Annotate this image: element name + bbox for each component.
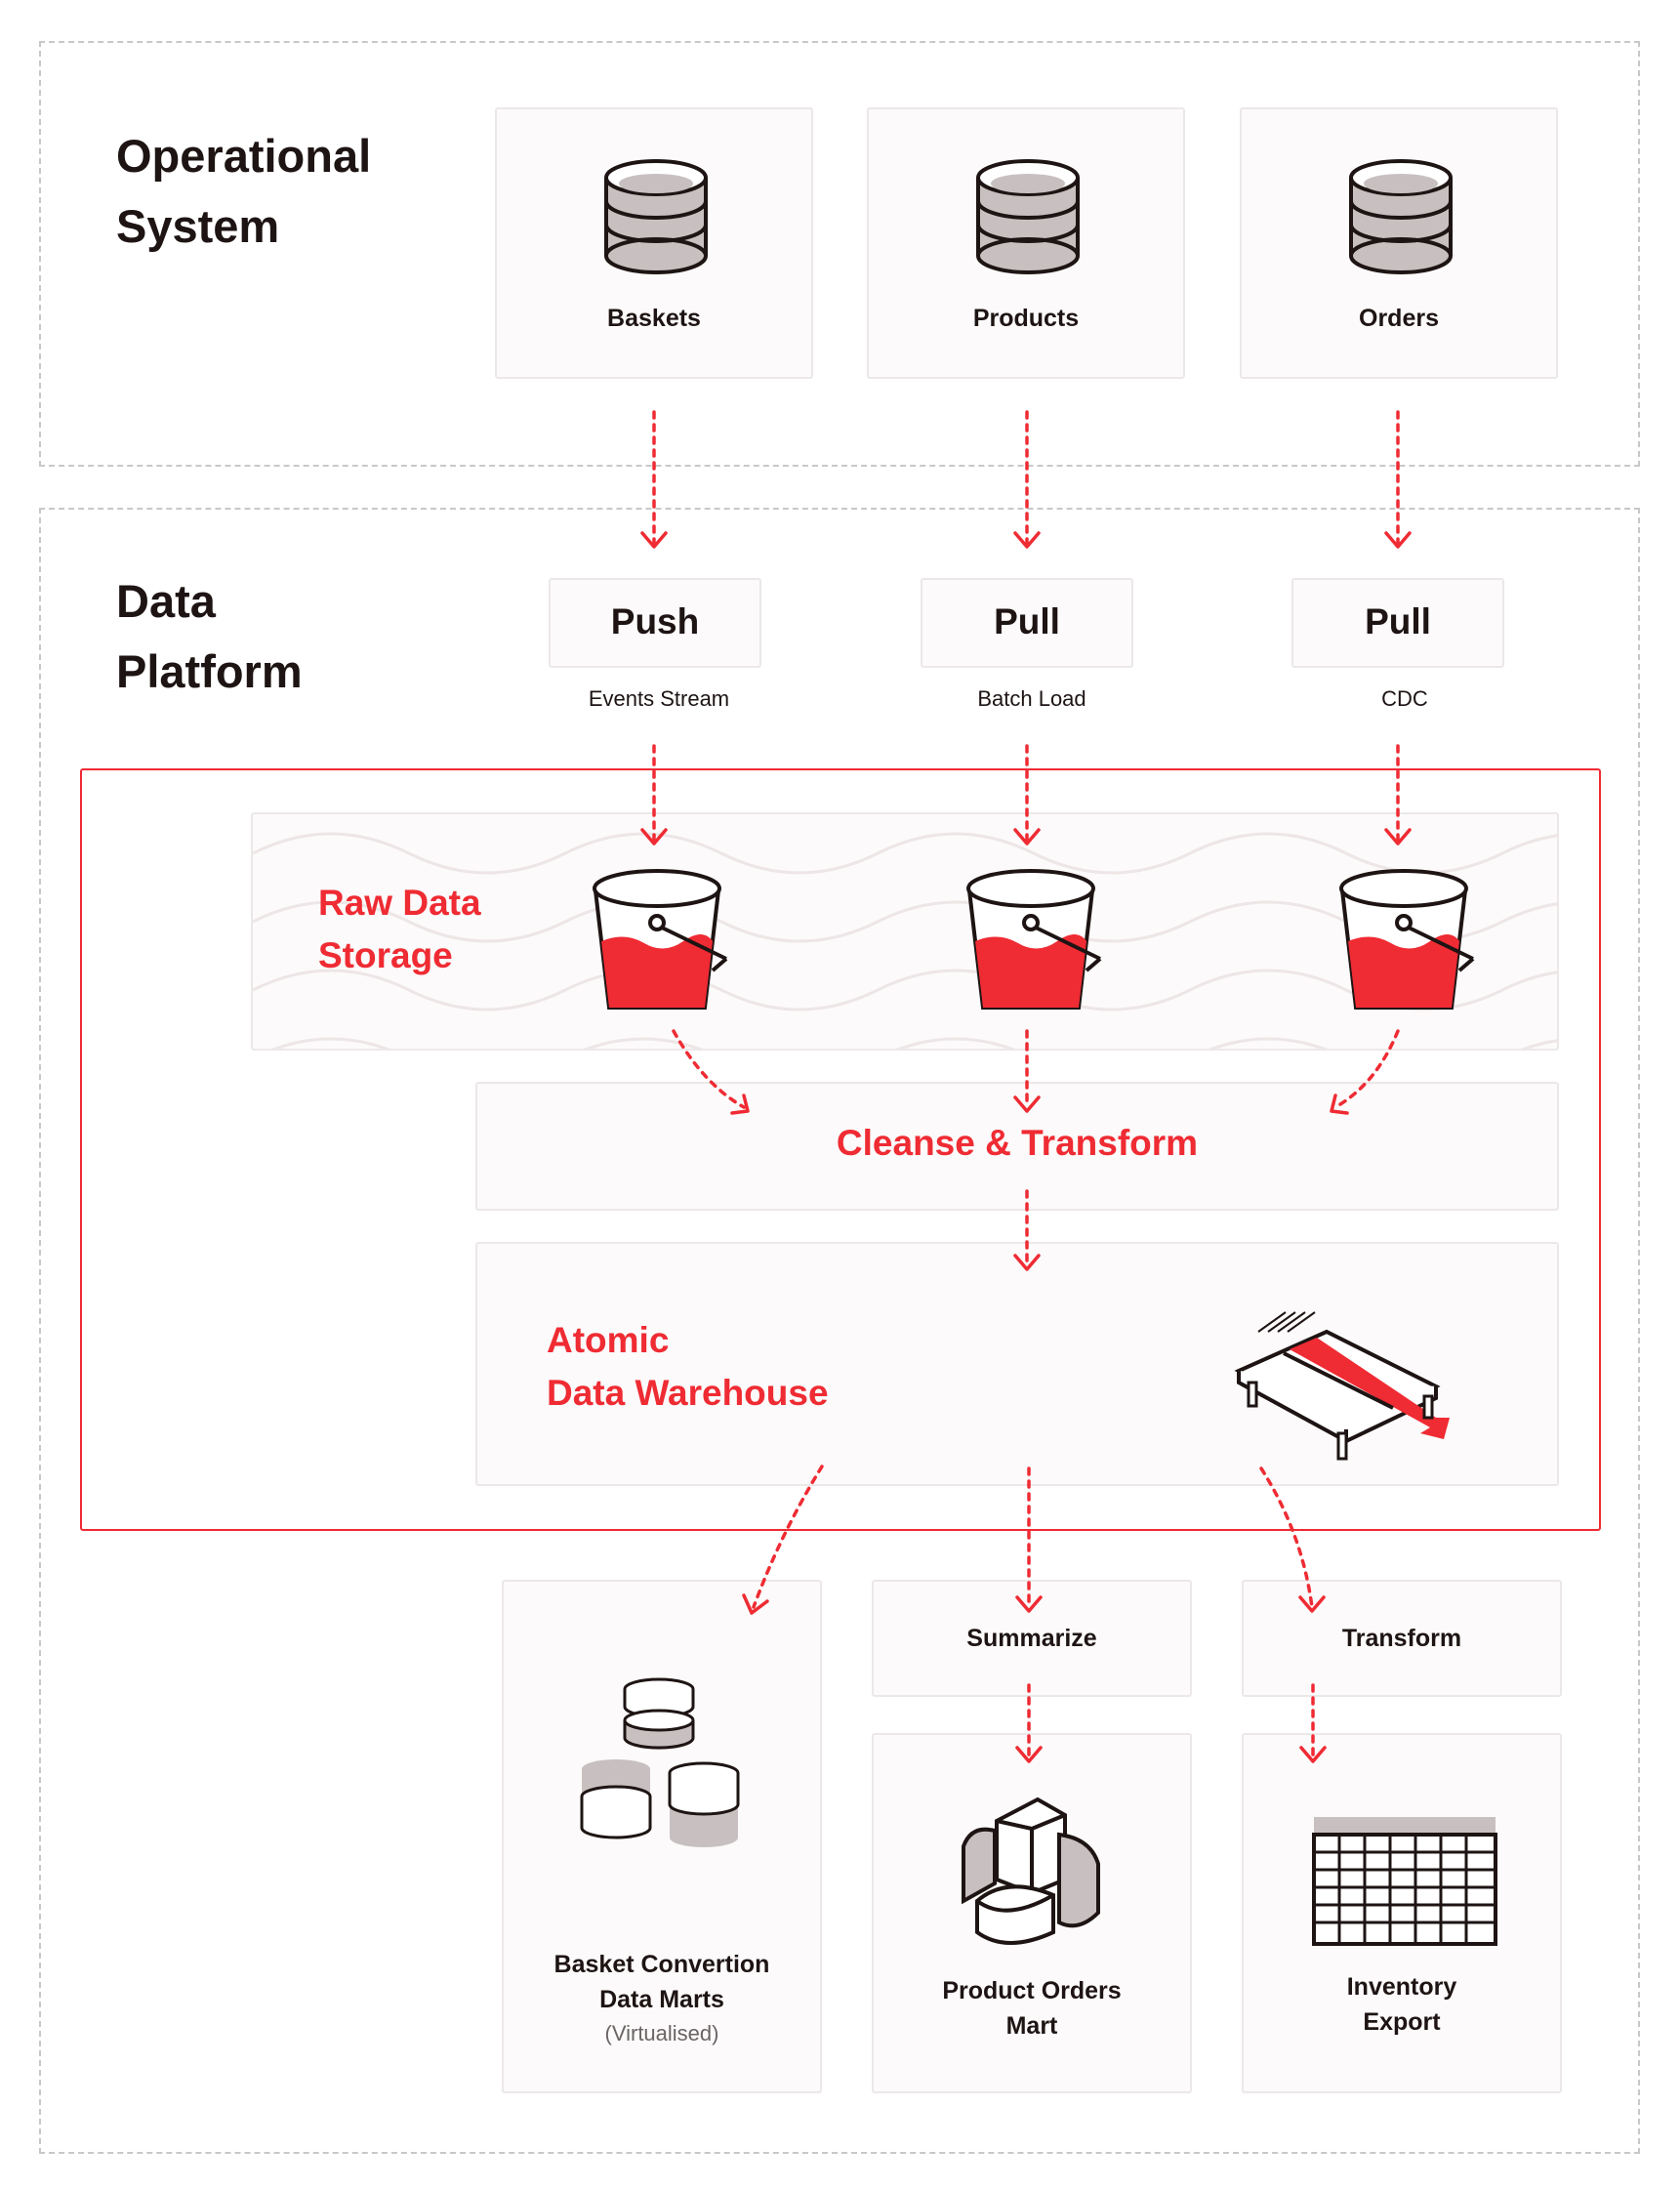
summarize-label: Summarize bbox=[966, 1625, 1097, 1652]
raw-storage-title-line2: Storage bbox=[318, 935, 453, 975]
mart-label-line2: Data Marts bbox=[599, 1986, 724, 2013]
raw-storage-title-line1: Raw Data bbox=[318, 883, 481, 923]
database-icon bbox=[976, 159, 1080, 274]
ingest-method: Push bbox=[610, 601, 700, 641]
basket-mart-card: Basket Convertion Data Marts (Virtualise… bbox=[502, 1580, 822, 2093]
transform-label: Transform bbox=[1341, 1625, 1462, 1652]
ingest-type: CDC bbox=[1381, 686, 1428, 711]
ingest-method: Pull bbox=[1365, 601, 1431, 641]
pipeline-boundary bbox=[80, 768, 1601, 1531]
operational-title-line1: Operational bbox=[116, 130, 372, 182]
warehouse-icon bbox=[1234, 1311, 1450, 1461]
operational-title-line2: System bbox=[116, 200, 280, 252]
summarize-card: Summarize bbox=[872, 1580, 1192, 1697]
mart-note: (Virtualised) bbox=[604, 2021, 719, 2045]
mart-label-line1: Product Orders bbox=[942, 1977, 1122, 2004]
product-orders-mart-card: Product Orders Mart bbox=[872, 1733, 1192, 2093]
ingest-card-pull-batch: Pull bbox=[921, 578, 1133, 668]
pie-chart-icon bbox=[962, 1797, 1100, 1945]
cleanse-transform-card: Cleanse & Transform bbox=[475, 1082, 1559, 1211]
platform-title-line2: Platform bbox=[116, 645, 303, 697]
mart-label-line2: Export bbox=[1363, 2008, 1441, 2036]
bucket-icon bbox=[593, 869, 728, 1010]
warehouse-title-line2: Data Warehouse bbox=[547, 1373, 829, 1413]
platform-title-line1: Data bbox=[116, 575, 216, 627]
source-card-baskets: Baskets bbox=[495, 107, 813, 379]
bucket-icon bbox=[1339, 869, 1475, 1010]
operational-system-section bbox=[39, 41, 1640, 467]
warehouse-title-line1: Atomic bbox=[547, 1320, 670, 1360]
data-platform-section bbox=[39, 508, 1640, 2154]
ingest-card-pull-cdc: Pull bbox=[1291, 578, 1504, 668]
atomic-warehouse-card bbox=[475, 1242, 1559, 1486]
source-label: Products bbox=[972, 305, 1080, 332]
stacked-databases-icon bbox=[580, 1677, 740, 1847]
mart-label-line1: Inventory bbox=[1346, 1973, 1457, 2001]
inventory-export-card: Inventory Export bbox=[1242, 1733, 1562, 2093]
source-card-products: Products bbox=[867, 107, 1185, 379]
source-card-orders: Orders bbox=[1240, 107, 1558, 379]
database-icon bbox=[1349, 159, 1453, 274]
ingest-type: Batch Load bbox=[977, 686, 1086, 711]
cleanse-transform-label: Cleanse & Transform bbox=[836, 1123, 1199, 1163]
source-label: Orders bbox=[1359, 305, 1439, 332]
mart-label-line2: Mart bbox=[1005, 2012, 1058, 2040]
bucket-icon bbox=[966, 869, 1102, 1010]
source-label: Baskets bbox=[607, 305, 701, 332]
table-grid-icon bbox=[1312, 1817, 1497, 1946]
ingest-type: Events Stream bbox=[588, 686, 730, 711]
ingest-card-push: Push bbox=[549, 578, 761, 668]
mart-label-line1: Basket Convertion bbox=[553, 1951, 770, 1978]
database-icon bbox=[604, 159, 708, 274]
ingest-method: Pull bbox=[994, 601, 1060, 641]
transform-card: Transform bbox=[1242, 1580, 1562, 1697]
